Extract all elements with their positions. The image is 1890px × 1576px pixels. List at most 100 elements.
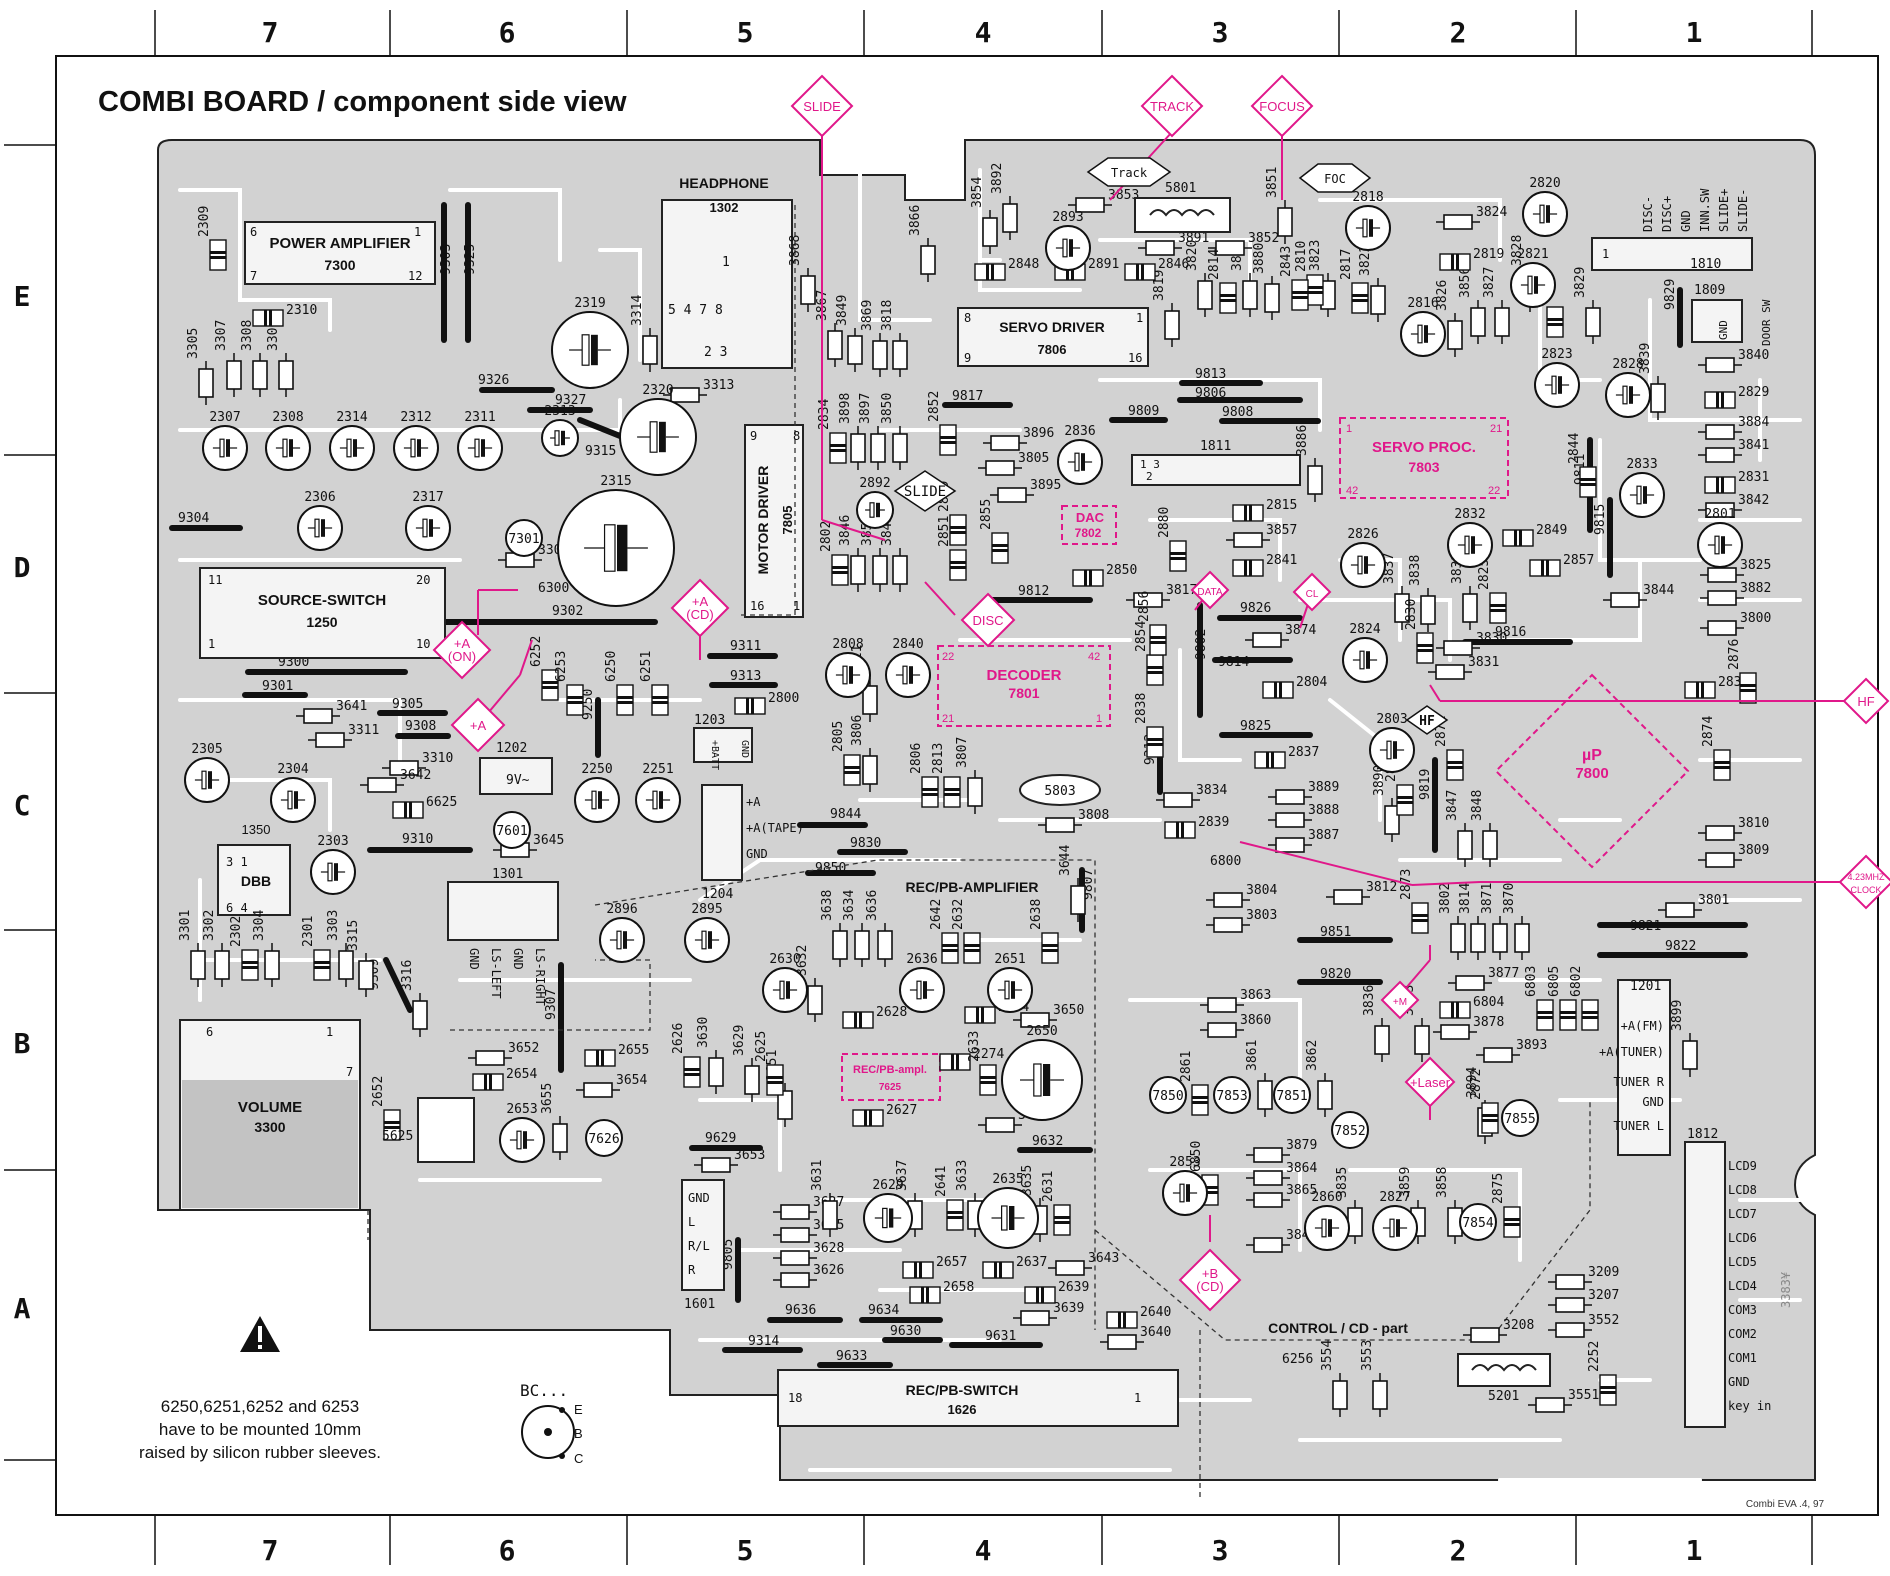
- connector-1301-body: [447, 881, 559, 941]
- resistor-3862: 3862: [1305, 1040, 1333, 1117]
- electrolytic-2860: 2860: [1304, 1190, 1350, 1251]
- resistor-3307: 3307: [214, 320, 242, 397]
- label-5625: 5625: [382, 1129, 413, 1144]
- electrolytic-2308: 2308: [265, 410, 311, 471]
- resistor-3301: 3301: [178, 910, 206, 987]
- connector-1601-pin: GND: [688, 1191, 710, 1205]
- block-label: DECODER: [986, 667, 1061, 684]
- grid-ticks: [4, 10, 1813, 1565]
- resistor-3630: 3630: [696, 1017, 724, 1094]
- capacitor-label: 2628: [876, 1005, 907, 1020]
- resistor-3879: 3879: [1246, 1138, 1317, 1163]
- capacitor-label: 2652: [371, 1076, 386, 1107]
- capacitor-label: 6804: [1473, 995, 1504, 1010]
- tag-foc-shape: [1298, 163, 1372, 193]
- transistor-7850: 7850: [1149, 1076, 1187, 1114]
- signal-plus-a: +A: [450, 697, 506, 753]
- dec-pin: 42: [1088, 651, 1100, 663]
- trace: [978, 168, 1082, 292]
- electrolytic-2305: 2305: [184, 742, 230, 803]
- resistor-label: 3640: [1140, 1325, 1171, 1340]
- capacitor-2848: 2848: [974, 257, 1039, 281]
- capacitor-2880: 2880: [1157, 507, 1187, 572]
- ss-pin: 1: [208, 637, 215, 651]
- resistor-3643: 3643: [1048, 1251, 1119, 1276]
- electrolytic-2313: 2313: [541, 404, 579, 457]
- grid-column-top: 3: [1212, 16, 1229, 49]
- resistor-label: 3806: [850, 715, 865, 746]
- connector-1810-ref: 1810: [1690, 257, 1721, 272]
- resistor-3897: 3897: [858, 393, 886, 470]
- block-ref: 7800: [1575, 765, 1608, 782]
- grid-row-left: E: [14, 280, 31, 313]
- connector-1810-pin: INN.SW: [1698, 188, 1712, 232]
- electrolytic-2896: 2896: [599, 902, 645, 963]
- block-label: DAC: [1076, 510, 1105, 525]
- capacitor-6250: 6250: [604, 651, 634, 716]
- block-ref: 7801: [1008, 685, 1039, 701]
- resistor-label: 3818: [880, 300, 895, 331]
- electrolytic-label: 2250: [581, 762, 612, 777]
- resistor-label: 3853: [1108, 188, 1139, 203]
- signal-label: +A: [470, 718, 487, 733]
- rps-pin: 18: [788, 1391, 802, 1405]
- label-1202: 1202: [496, 741, 527, 756]
- capacitor-2829: 2829: [1704, 385, 1769, 409]
- electrolytic-label: 2818: [1352, 190, 1383, 205]
- jumper-label-9314: 9314: [748, 1334, 779, 1349]
- capacitor-2655: 2655: [584, 1043, 649, 1067]
- resistor-3846: 3846: [838, 515, 866, 592]
- resistor-label: 3827: [1482, 267, 1497, 298]
- grid-column-top: 6: [499, 16, 516, 49]
- connector-1812-pin: GND: [1728, 1375, 1750, 1389]
- capacitor-label: 2626: [671, 1023, 686, 1054]
- resistor-3829: 3829: [1573, 267, 1601, 344]
- resistor-label: 3846: [838, 515, 853, 546]
- electrolytic-2801: 2801: [1697, 507, 1743, 568]
- resistor-label: 3868: [788, 235, 803, 266]
- rec-pb-ampl-outline: [841, 1053, 941, 1101]
- jumper-label-9825: 9825: [1240, 719, 1271, 734]
- capacitor-2854: 2854: [1134, 621, 1164, 686]
- dac-outline: [1061, 505, 1117, 545]
- jumper-label-9815: 9815: [1593, 504, 1608, 535]
- resistor-3642: 3642: [360, 768, 431, 793]
- capacitor-label: 2830: [1404, 599, 1419, 630]
- resistor-3801: 3801: [1658, 893, 1729, 918]
- transistor-7301: 7301: [505, 519, 543, 557]
- resistor-label: 3654: [616, 1073, 647, 1088]
- electrolytic-2251: 2251: [635, 762, 681, 823]
- capacitor-label: 2813: [931, 743, 946, 774]
- connector-1201-pin: TUNER L: [1613, 1119, 1664, 1133]
- trace: [1648, 298, 1802, 422]
- capacitor-2637: 2637: [982, 1255, 1047, 1279]
- block-rec-pb-ampl: REC/PB-ampl.7625: [853, 1064, 927, 1093]
- capacitor-2815: 2815: [1232, 498, 1297, 522]
- resistor-label: 3631: [810, 1160, 825, 1191]
- capacitor-label: 2831: [1738, 470, 1769, 485]
- capacitor-2631: 2631: [1041, 1171, 1071, 1236]
- grid-column-bottom: 7: [262, 1534, 279, 1567]
- transistor-7855: 7855: [1501, 1099, 1539, 1137]
- electrolytic-2828: 2828: [1605, 357, 1651, 418]
- block-ref: 7802: [1075, 526, 1102, 540]
- signal-label: TRACK: [1150, 99, 1194, 114]
- capacitor-2825: 2825: [1477, 559, 1507, 624]
- capacitor-label: 2802: [819, 521, 834, 552]
- capacitor-label: 2810: [1294, 241, 1309, 272]
- resistor-label: 3858: [1435, 1167, 1450, 1198]
- rps-pin: 1: [1134, 1391, 1141, 1405]
- resistor-3814: 3814: [1458, 883, 1486, 960]
- resistor-3854: 3854: [970, 177, 998, 254]
- resistor-3839: 3839: [1638, 343, 1666, 420]
- capacitor-label: 2839: [1198, 815, 1229, 830]
- electrolytic-2304: 2304: [270, 762, 316, 823]
- capacitor-2875: 2875: [1491, 1173, 1521, 1238]
- capacitor-label: 2834: [817, 399, 832, 430]
- transistor-legend-title: BC...: [520, 1381, 568, 1400]
- electrolytic-label: 2653: [506, 1102, 537, 1117]
- resistor-label: 3838: [1408, 555, 1423, 586]
